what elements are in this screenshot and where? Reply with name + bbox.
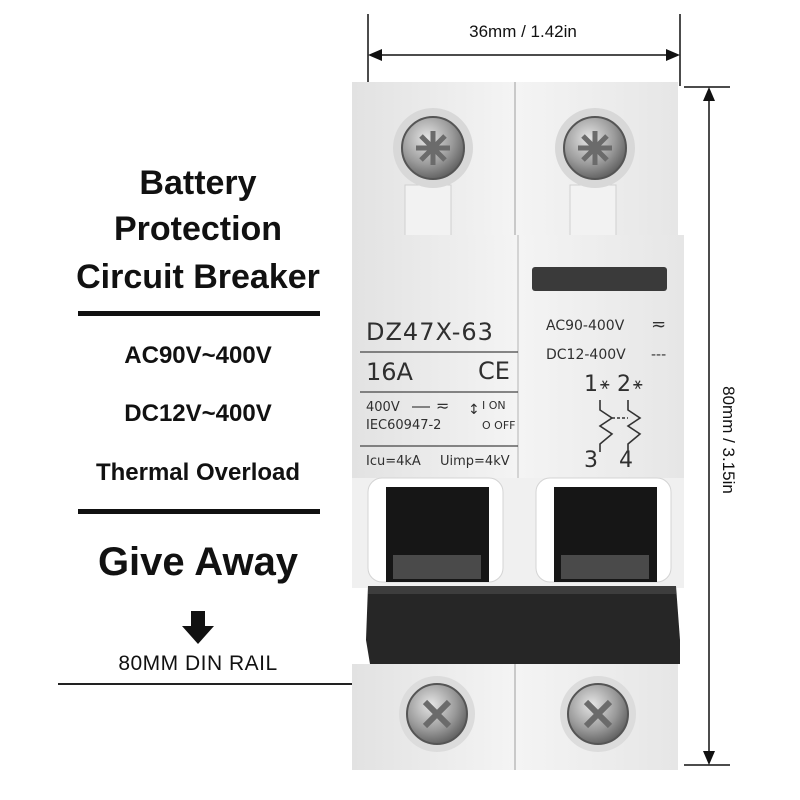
divider-bottom: [78, 509, 320, 514]
width-dimension-line: [367, 14, 681, 86]
din-rail-label: 80MM DIN RAIL: [118, 652, 278, 675]
icu-label: Icu=4kA: [366, 454, 421, 469]
title-line-1: Battery: [139, 164, 257, 202]
uimp-label: Uimp=4kV: [440, 454, 510, 469]
screw-bottom-right: [560, 676, 636, 752]
voltage-dc-label: 400V: [366, 400, 400, 415]
screw-bottom-left: [399, 676, 475, 752]
dc-rating-label: DC12-400V: [546, 347, 626, 363]
width-dimension-label: 36mm / 1.42in: [469, 22, 577, 41]
terminal-4-label: 4: [619, 448, 633, 473]
din-rail-underline: [58, 683, 354, 685]
spec-thermal-overload: Thermal Overload: [95, 459, 301, 486]
terminal-3-label: 3: [584, 448, 598, 473]
height-dimension-line: [684, 86, 730, 766]
screw-top-right: [555, 108, 635, 188]
arrow-down-icon: [182, 611, 214, 644]
ac-rating-label: AC90-400V: [546, 318, 625, 334]
dc-symbol-icon: ---: [651, 347, 667, 363]
ac-wave-icon: ≂: [436, 396, 450, 415]
terminal-1-label: 1: [584, 372, 598, 397]
ac-symbol-icon: ≂: [651, 314, 667, 335]
give-away-heading: Give Away: [97, 540, 299, 584]
screw-top-left: [393, 108, 473, 188]
switch-schematic: [598, 400, 642, 452]
terminal-2-label: 2: [617, 372, 631, 397]
model-label: DZ47X-63: [366, 318, 494, 346]
divider-top: [78, 311, 320, 316]
on-off-arrow-icon: ↕: [468, 402, 480, 418]
spec-ac-voltage: AC90V~400V: [124, 342, 272, 369]
on-label: I ON: [482, 399, 506, 412]
ce-mark: CE: [478, 357, 510, 385]
off-label: O OFF: [482, 419, 516, 432]
title-line-2: Protection: [113, 210, 283, 248]
title-line-3: Circuit Breaker: [76, 258, 320, 296]
current-rating-label: 16A: [366, 358, 413, 386]
handle-tie-bar: [366, 586, 680, 664]
label-window: [532, 267, 667, 291]
trip-symbol-1-icon: ⚹: [600, 374, 610, 393]
trip-symbol-2-icon: ⚹: [633, 374, 643, 393]
standard-label: IEC60947-2: [366, 418, 442, 433]
spec-dc-voltage: DC12V~400V: [124, 400, 272, 427]
